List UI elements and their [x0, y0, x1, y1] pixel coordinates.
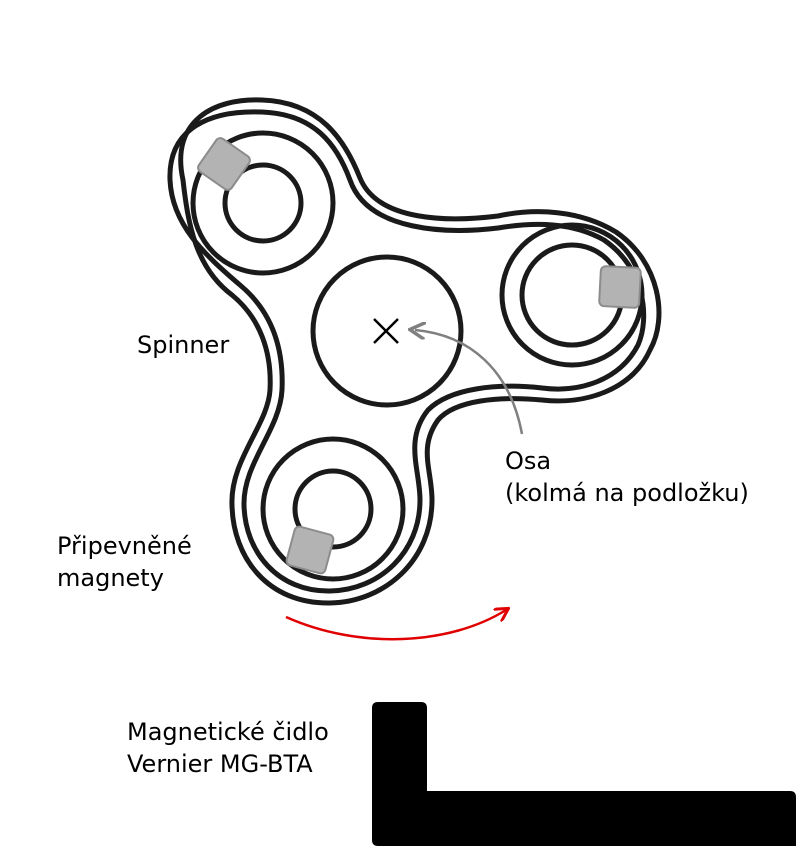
- sensor-label-line2: Vernier MG-BTA: [127, 750, 313, 778]
- magnets-label-line2: magnety: [57, 564, 164, 592]
- center-hub: [310, 254, 464, 408]
- lobe-top-left-inner-ring: [222, 162, 304, 244]
- magnet-top-left: [197, 137, 251, 191]
- lobe-right-outer-ring: [499, 222, 645, 368]
- magnets-label-line1: Připevněné: [57, 532, 192, 560]
- axis-cross-marker: [373, 318, 399, 344]
- spinner-label: Spinner: [137, 331, 230, 359]
- magnet-right: [598, 265, 642, 309]
- axis-pointer-arrow: [415, 330, 524, 435]
- magnetic-sensor-shape: [372, 702, 796, 846]
- lobe-top-left-outer-ring: [190, 130, 336, 276]
- spinner-inner-outline: [167, 109, 647, 594]
- lobe-bottom-outer-ring: [260, 436, 406, 582]
- axis-label-line2: (kolmá na podložku): [505, 479, 749, 507]
- sensor-label-line1: Magnetické čidlo: [127, 718, 329, 746]
- axis-label-line1: Osa: [505, 447, 552, 475]
- spinner-outer-outline: [178, 97, 662, 606]
- rotation-direction-arrow: [285, 610, 506, 641]
- magnet-bottom: [285, 525, 335, 575]
- lobe-bottom-inner-ring: [292, 468, 374, 550]
